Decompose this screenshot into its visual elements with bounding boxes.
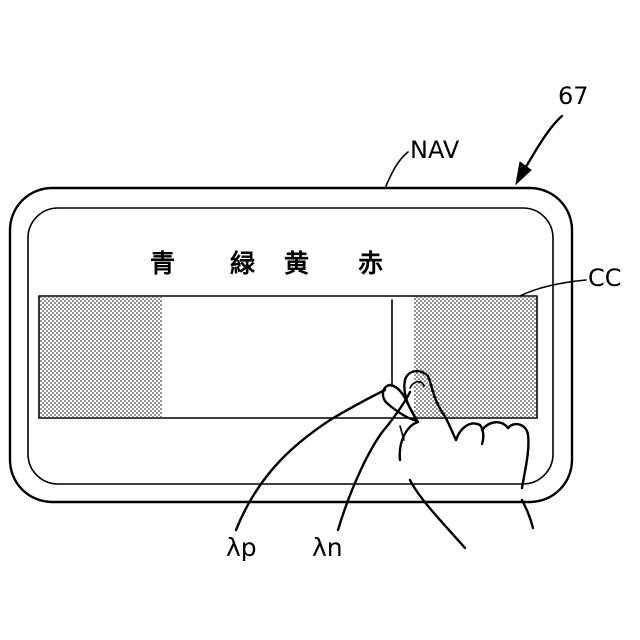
knuckle-2 <box>482 422 508 430</box>
strip-shade-right <box>414 297 536 417</box>
reference-arrowhead <box>516 162 531 184</box>
reference-number: 67 <box>558 82 589 110</box>
strip-label: CC <box>588 264 622 292</box>
device-label: NAV <box>410 136 460 164</box>
wrist-line <box>522 500 533 528</box>
finger-lower <box>383 385 417 421</box>
reference-arrow-shaft <box>524 116 562 170</box>
knuckle-3 <box>508 424 528 488</box>
color-label-yellow: 黄 <box>284 249 309 278</box>
lambda-p-leader <box>236 390 385 530</box>
device-leader-line <box>386 152 408 186</box>
strip-shade-left <box>40 297 162 417</box>
wavelength-label-p: λp <box>226 533 257 562</box>
color-label-green: 緑 <box>230 249 256 278</box>
color-label-blue: 青 <box>150 249 175 278</box>
knuckle-1 <box>456 423 483 444</box>
wavelength-label-n: λn <box>312 533 343 562</box>
color-label-red: 赤 <box>358 249 383 278</box>
